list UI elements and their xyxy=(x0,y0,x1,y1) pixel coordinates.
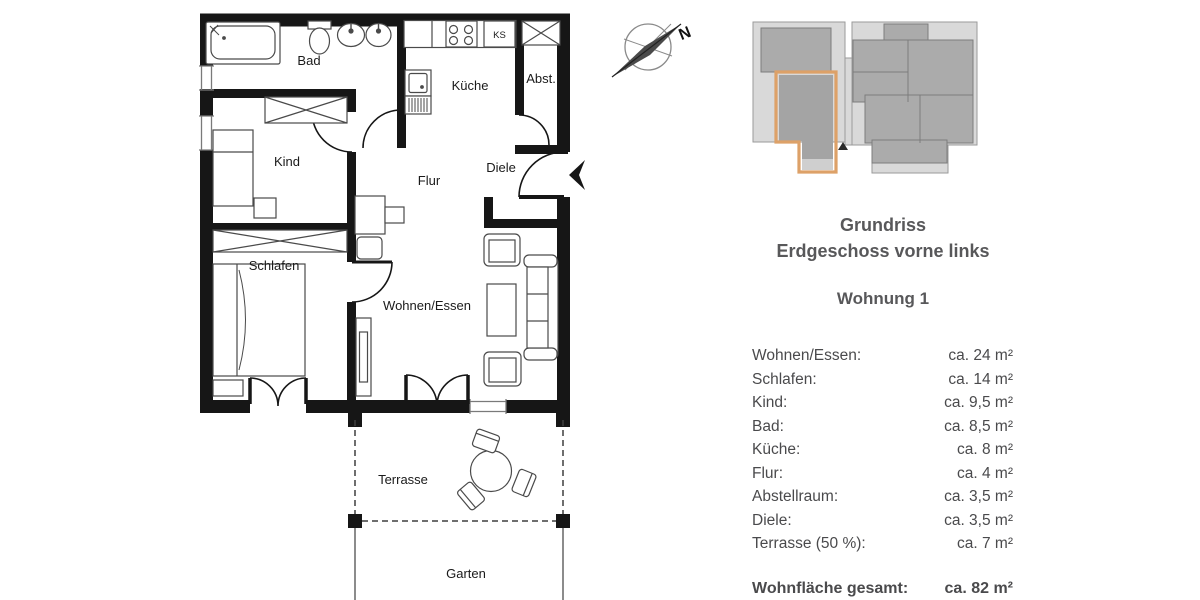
table-row: Abstellraum: ca. 3,5 m² xyxy=(752,485,1013,509)
windows xyxy=(199,65,507,414)
room-area: ca. 14 m² xyxy=(948,370,1013,388)
desk-flur xyxy=(354,195,405,260)
room-area: ca. 4 m² xyxy=(957,464,1013,482)
site-plan xyxy=(752,21,978,174)
wardrobe-schlafen xyxy=(212,229,348,253)
wash-basins xyxy=(336,22,392,48)
door-entrance xyxy=(518,151,565,198)
wardrobe-abstellraum xyxy=(521,20,561,46)
armchair-1 xyxy=(483,233,521,267)
table-row: Terrasse (50 %): ca. 7 m² xyxy=(752,532,1013,556)
plan-title: Grundriss Erdgeschoss vorne links xyxy=(742,212,1024,264)
table-row: Kind: ca. 9,5 m² xyxy=(752,391,1013,415)
label-terrasse: Terrasse xyxy=(378,472,428,487)
label-ks: KS xyxy=(493,30,506,41)
table-row: Wohnen/Essen: ca. 24 m² xyxy=(752,344,1013,368)
room-area: ca. 24 m² xyxy=(948,347,1013,364)
bed-kind xyxy=(212,129,277,219)
total-area-label: Wohnfläche gesamt: xyxy=(752,580,909,597)
apartment-name: Wohnung 1 xyxy=(836,289,930,308)
room-labels: Bad Küche Abst. KS Kind Flur Diele Schla… xyxy=(249,30,556,581)
room-area: ca. 9,5 m² xyxy=(944,394,1013,411)
room-label: Flur: xyxy=(752,464,783,482)
door-bad xyxy=(362,109,402,149)
kitchen-counter xyxy=(403,19,517,49)
total-area-value: ca. 82 m² xyxy=(944,580,1013,597)
cabinet-wohnen xyxy=(355,317,372,397)
room-label: Kind: xyxy=(752,394,788,411)
label-schlafen: Schlafen xyxy=(249,258,300,273)
french-door-schlafen-leaves xyxy=(248,378,308,404)
toilet xyxy=(307,20,332,55)
compass-rose: N xyxy=(611,23,694,78)
site-entrance-marker-icon xyxy=(838,142,848,150)
table-row: Küche: ca. 8 m² xyxy=(752,438,1013,462)
room-label: Diele: xyxy=(752,511,792,529)
label-abst: Abst. xyxy=(526,71,556,86)
table-row: Bad: ca. 8,5 m² xyxy=(752,415,1013,439)
room-area-table: Wohnen/Essen: ca. 24 m² Schlafen: ca. 14… xyxy=(752,344,1013,556)
floor-plan: Bad Küche Abst. KS Kind Flur Diele Schla… xyxy=(199,13,585,600)
room-label: Wohnen/Essen: xyxy=(752,347,862,364)
label-wohnen-essen: Wohnen/Essen xyxy=(383,298,471,313)
total-area-row: Wohnfläche gesamt: ca. 82 m² xyxy=(752,580,1013,598)
bed-schlafen xyxy=(212,263,306,397)
label-kind: Kind xyxy=(274,154,300,169)
table-row: Schlafen: ca. 14 m² xyxy=(752,368,1013,392)
furniture xyxy=(205,19,561,511)
table-row: Diele: ca. 3,5 m² xyxy=(752,509,1013,533)
room-area: ca. 8 m² xyxy=(957,441,1013,458)
french-door-wohnen-leaves xyxy=(404,375,470,404)
room-area: ca. 7 m² xyxy=(957,535,1013,552)
room-label: Schlafen: xyxy=(752,370,817,388)
plan-title-line1: Grundriss xyxy=(839,215,927,235)
terrace-garden xyxy=(348,413,570,600)
room-area: ca. 3,5 m² xyxy=(944,511,1013,529)
bathtub xyxy=(205,21,281,65)
sofa xyxy=(523,254,559,361)
interior-walls xyxy=(200,13,568,406)
plan-title-line2: Erdgeschoss vorne links xyxy=(776,241,990,261)
highlighted-unit xyxy=(774,70,838,174)
label-diele: Diele xyxy=(486,160,516,175)
room-label: Abstellraum: xyxy=(752,488,839,505)
wardrobe-kind xyxy=(264,96,348,124)
label-kueche: Küche xyxy=(452,78,489,93)
door-schlafen xyxy=(351,261,393,303)
room-area: ca. 8,5 m² xyxy=(944,417,1013,435)
entrance-arrow-icon xyxy=(569,160,585,190)
doors xyxy=(248,109,565,407)
room-area: ca. 3,5 m² xyxy=(944,488,1013,505)
room-label: Küche: xyxy=(752,441,801,458)
french-door-schlafen xyxy=(249,377,307,407)
table-row: Flur: ca. 4 m² xyxy=(752,462,1013,486)
armchair-2 xyxy=(483,351,522,387)
label-bad: Bad xyxy=(297,53,320,68)
door-abstellraum xyxy=(518,114,550,146)
label-flur: Flur xyxy=(418,173,441,188)
fridge xyxy=(483,20,516,48)
kitchen-sink xyxy=(404,69,432,115)
room-label: Terrasse (50 %): xyxy=(752,535,866,552)
terrace-table xyxy=(457,428,537,511)
compass-north-label: N xyxy=(677,24,694,44)
room-label: Bad: xyxy=(752,417,784,435)
french-door-wohnen xyxy=(405,374,469,407)
label-garten: Garten xyxy=(446,566,486,581)
coffee-table xyxy=(486,283,517,337)
